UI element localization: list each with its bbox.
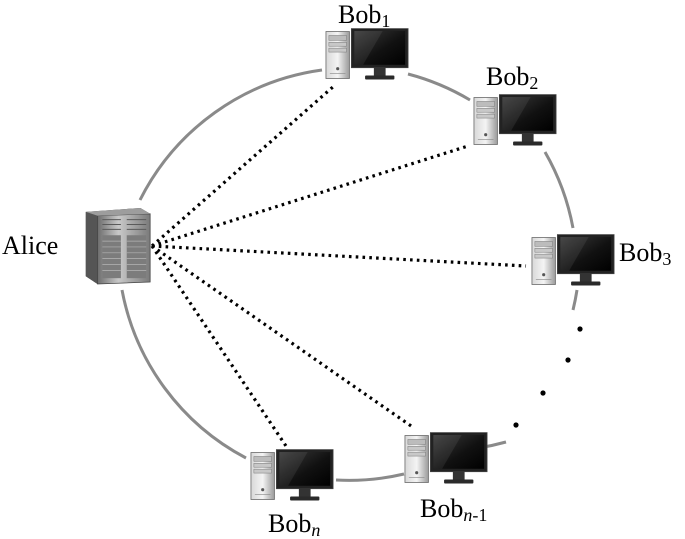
ring-arc-bobn-alice [120,289,247,460]
bobn1-label: Bobn-1 [420,494,487,525]
link-alice-bobn1 [151,244,415,430]
link-alice-bob3 [151,244,527,268]
bob1-label: Bob1 [338,0,390,31]
ring-arc-bobn1-bobn [335,472,405,482]
desktop-computer-icon [531,234,615,286]
desktop-computer-icon [325,28,409,80]
desktop-computer-icon [404,432,488,484]
bob2-label: Bob2 [486,62,538,93]
alice-label: Alice [2,231,58,260]
desktop-computer-icon [473,94,557,146]
ring-arc-bob3-dots [571,289,579,311]
link-alice-bobn [150,245,288,447]
bobn-label: Bobn [268,509,320,539]
dotted-links [150,84,527,447]
desktop-computer-icon [250,449,334,501]
ring-arc-bob1-bob2 [407,72,471,102]
ring-arc-bob2-bob3 [543,151,575,229]
ellipsis-dots [513,326,583,428]
ring-connection [120,68,579,482]
link-alice-bob1 [150,84,336,248]
server-tower-icon [85,207,151,285]
ring-arc-alice-bob1 [138,68,323,201]
bob3-label: Bob3 [619,238,671,269]
link-alice-bob2 [151,144,469,248]
